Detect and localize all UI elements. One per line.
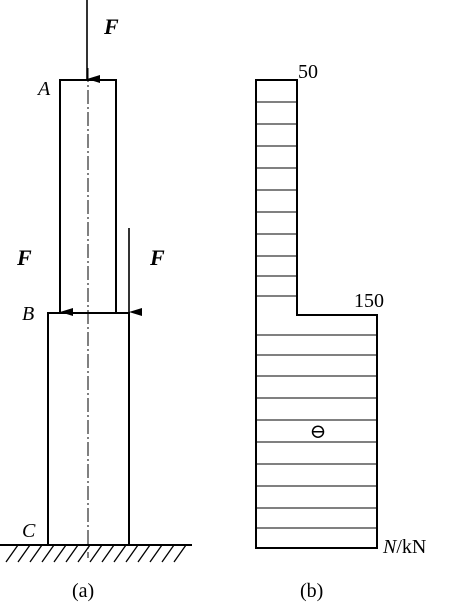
point-a-label: A [36, 78, 51, 100]
lower-zone-hatching [256, 334, 377, 529]
axial-force-outline [255, 79, 378, 549]
point-c-label: C [22, 520, 36, 542]
point-b-label: B [22, 303, 34, 325]
axis-label-unit: /kN [396, 536, 426, 558]
compression-sign: ⊖ [310, 421, 327, 443]
top-force-label: F [103, 14, 119, 39]
value-bottom-label: 150 [354, 290, 384, 312]
right-force-label: F [149, 245, 165, 270]
upper-zone-hatching [256, 101, 297, 297]
column-diagram: F F F A B C (a) [0, 0, 192, 602]
ground-hatching [5, 544, 187, 563]
caption-b: (b) [300, 580, 323, 602]
axis-label: N/kN [382, 536, 426, 558]
value-top-label: 50 [298, 61, 318, 83]
caption-a: (a) [72, 580, 94, 602]
axial-force-diagram: ⊖ 50 150 N/kN (b) [255, 61, 426, 602]
sign-symbol-backdrop [308, 421, 328, 441]
axis-label-n: N [382, 536, 398, 558]
left-force-label: F [16, 245, 32, 270]
